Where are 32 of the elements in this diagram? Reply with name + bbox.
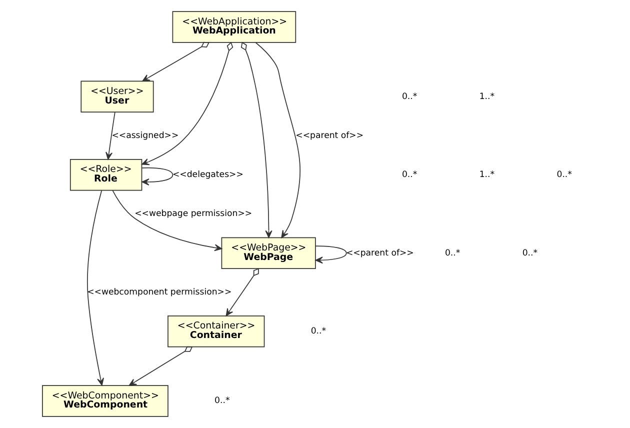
arrow bbox=[226, 268, 259, 316]
arrow bbox=[128, 346, 193, 386]
arrow bbox=[142, 167, 174, 186]
arrow bbox=[240, 42, 272, 238]
node-box: <<User>> User bbox=[80, 80, 154, 113]
edge-label: <<delegates>> bbox=[172, 170, 244, 180]
arrow bbox=[142, 42, 210, 82]
edge-label: <<parent of>> bbox=[296, 130, 364, 141]
arrow bbox=[112, 190, 222, 252]
arrow bbox=[315, 246, 347, 264]
label: 1..* bbox=[479, 92, 495, 102]
label: 0..* bbox=[402, 92, 418, 102]
edge-label: <<webpage permission>> bbox=[134, 209, 252, 220]
node-box: <<WebPage>> WebPage bbox=[221, 237, 316, 270]
node-box: <<WebApplication>> WebApplication bbox=[172, 11, 296, 43]
arrow bbox=[255, 42, 301, 238]
label: 0..* bbox=[402, 170, 418, 180]
label: 0..* bbox=[522, 248, 538, 258]
node-box: <<Role>> Role bbox=[70, 158, 142, 191]
edge-label: <<assigned>> bbox=[112, 130, 179, 141]
edge-label: <<webcomponent permission>> bbox=[87, 287, 232, 298]
arrow bbox=[106, 112, 116, 160]
label: 0..* bbox=[556, 170, 572, 180]
label: 1..* bbox=[479, 170, 495, 180]
arrow bbox=[142, 42, 234, 166]
edge-label: <<parent of>> bbox=[346, 248, 414, 258]
label: 0..* bbox=[310, 326, 326, 337]
label: 0..* bbox=[214, 396, 230, 406]
node-box: <<WebComponent>> WebComponent bbox=[42, 385, 168, 417]
arrow bbox=[87, 190, 104, 386]
node-box: <<Container>> Container bbox=[168, 315, 265, 348]
label: 0..* bbox=[444, 248, 460, 258]
